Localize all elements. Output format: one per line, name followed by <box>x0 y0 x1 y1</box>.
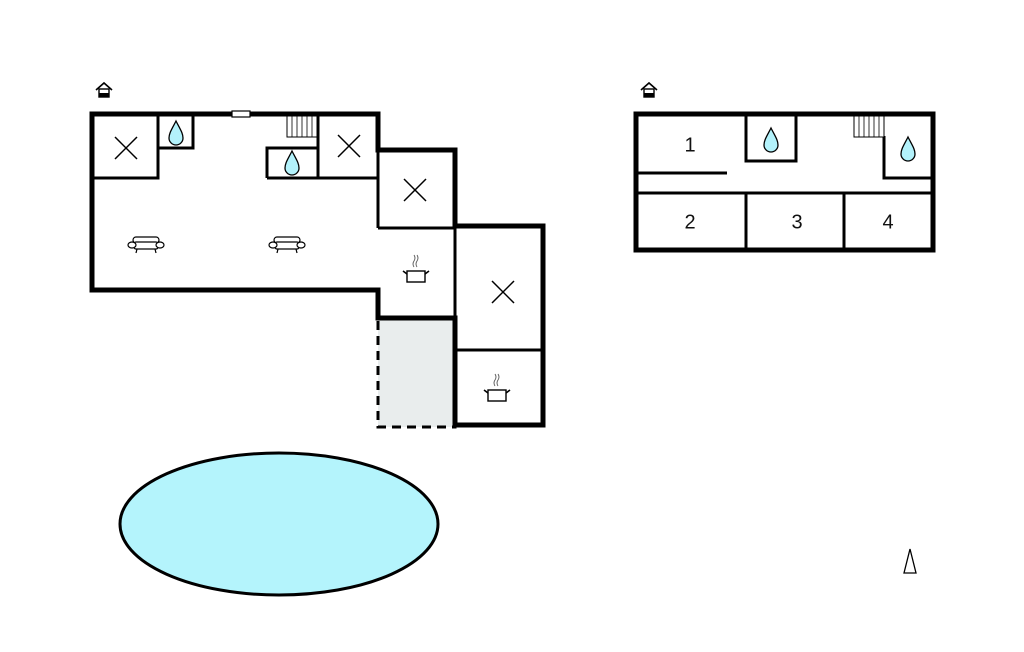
window <box>231 110 251 118</box>
bed-icon <box>337 134 361 158</box>
sofa-icon <box>127 236 165 254</box>
terrace <box>376 316 457 429</box>
bed-icon <box>114 136 138 160</box>
bathroom-icon <box>284 150 300 176</box>
room-label-4: 4 <box>882 211 893 233</box>
room-label-3: 3 <box>791 211 802 233</box>
room-label-1: 1 <box>684 134 695 156</box>
north-arrow-icon <box>903 548 917 574</box>
house-icon <box>640 82 658 98</box>
bathroom-icon <box>763 127 779 153</box>
bed-icon <box>491 280 515 304</box>
bathroom-icon <box>900 136 916 162</box>
pool <box>118 451 440 597</box>
stairs-icon <box>286 115 318 138</box>
kitchen-icon <box>483 373 511 402</box>
stairs-icon <box>853 115 885 138</box>
room-label-2: 2 <box>684 211 695 233</box>
ground-floor-plan <box>89 82 546 597</box>
house-icon <box>95 82 113 98</box>
bed-icon <box>403 178 427 202</box>
upper-floor-plan: 1 2 3 4 <box>633 82 936 253</box>
sofa-icon <box>268 236 306 254</box>
bathroom-icon <box>168 120 184 146</box>
inner-walls <box>92 114 543 352</box>
kitchen-icon <box>402 254 430 283</box>
outer-wall <box>633 111 936 253</box>
inner-walls <box>636 114 933 250</box>
